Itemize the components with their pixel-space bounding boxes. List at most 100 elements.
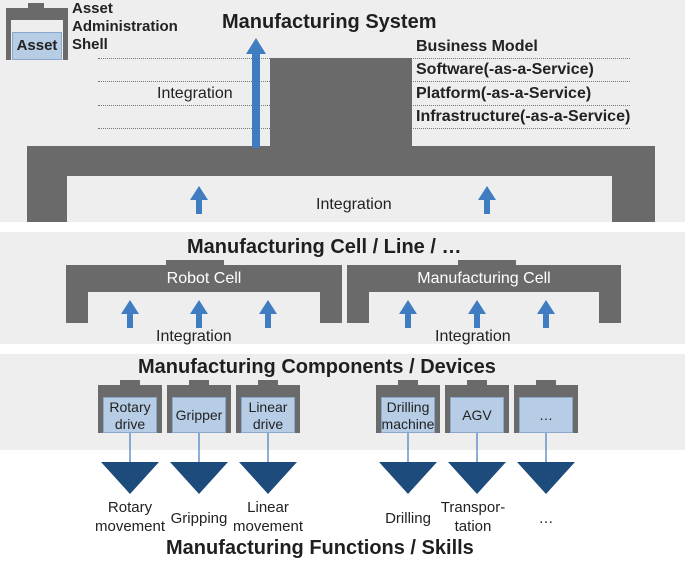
component-label-line2: drive <box>114 416 146 432</box>
integration-arrow-icon <box>121 300 139 328</box>
robot-cell-shell-bar <box>66 265 342 292</box>
component-shell-tab <box>398 380 418 386</box>
component-shell-leg-right <box>435 385 440 433</box>
integration-arrow-icon <box>190 186 208 214</box>
system-integration-vertical-label: Integration <box>157 85 233 102</box>
function-label-line2: movement <box>232 518 304 535</box>
mfg-cell-shell-leg-right <box>599 265 621 323</box>
component-chip-agv <box>450 397 504 433</box>
robot-cell-integration-label: Integration <box>156 328 232 345</box>
function-label-line1: Linear <box>247 499 289 516</box>
component-shell-bar <box>514 385 578 397</box>
component-shell-tab <box>189 380 209 386</box>
legend-title-line3: Shell <box>72 36 108 53</box>
function-label-line1: … <box>538 510 554 527</box>
mfg-cell-shell-tab <box>458 260 516 266</box>
function-label-line1: Transpor- <box>440 499 506 516</box>
function-triangle-icon <box>448 462 506 494</box>
component-chip-gripper <box>172 397 226 433</box>
legend-shell-leg-left <box>6 8 11 60</box>
function-label-line1: Gripping <box>170 510 228 527</box>
component-label-line1: … <box>539 407 553 423</box>
component-shell-tab <box>536 380 556 386</box>
components-title: Manufacturing Components / Devices <box>138 356 496 378</box>
robot-cell-shell-leg-left <box>66 265 88 323</box>
system-integration-horizontal-label: Integration <box>316 196 392 213</box>
component-shell-bar <box>167 385 231 397</box>
system-title: Manufacturing System <box>222 11 437 33</box>
layer-software: Software(-as-a-Service) <box>416 61 594 78</box>
legend-asset-label: Asset <box>16 37 58 54</box>
integration-arrow-icon <box>537 300 555 328</box>
legend-shell-tab <box>28 3 44 9</box>
layer-business-model: Business Model <box>416 38 538 55</box>
function-triangle-icon <box>239 462 297 494</box>
component-shell-bar <box>98 385 162 397</box>
function-triangle-icon <box>517 462 575 494</box>
robot-cell-shell-leg-right <box>320 265 342 323</box>
integration-arrow-icon <box>399 300 417 328</box>
layer-infrastructure: Infrastructure(-as-a-Service) <box>416 108 631 125</box>
component-chip-rotary-drive <box>103 397 157 433</box>
component-label-line1: Gripper <box>175 407 223 423</box>
robot-cell-shell-tab <box>166 260 224 266</box>
system-shell-leg-left <box>27 146 67 222</box>
integration-arrow-icon <box>190 300 208 328</box>
component-label-line1: Drilling <box>386 399 430 415</box>
integration-arrow-icon <box>468 300 486 328</box>
integration-arrow-icon <box>478 186 496 214</box>
function-label-line2: tation <box>454 518 492 535</box>
legend-shell-bar <box>6 8 68 20</box>
mfg-cell-shell-bar <box>347 265 621 292</box>
component-chip-linear-drive <box>241 397 295 433</box>
mfg-cell-label: Manufacturing Cell <box>417 270 551 287</box>
system-shell-bar <box>27 146 655 176</box>
robot-cell-label: Robot Cell <box>166 270 242 287</box>
legend-title-line2: Administration <box>72 18 178 35</box>
component-shell-leg-left <box>376 385 381 433</box>
component-label-line1: Linear <box>248 399 288 415</box>
function-label-line1: Drilling <box>385 510 431 527</box>
function-triangle-icon <box>101 462 159 494</box>
component-shell-leg-left <box>514 385 519 433</box>
integration-arrow-icon <box>246 38 266 148</box>
component-shell-bar <box>445 385 509 397</box>
component-shell-leg-right <box>157 385 162 433</box>
function-triangle-icon <box>379 462 437 494</box>
legend-shell-leg-right <box>63 8 68 60</box>
component-chip-more <box>519 397 573 433</box>
component-chip-drilling-machine <box>381 397 435 433</box>
component-label-line1: AGV <box>462 407 492 423</box>
mfg-cell-shell-leg-left <box>347 265 369 323</box>
function-connectors <box>129 433 547 462</box>
function-triangle-icon <box>170 462 228 494</box>
component-shell-bar <box>376 385 440 397</box>
component-shell-leg-left <box>236 385 241 433</box>
platform-tower <box>270 58 412 148</box>
component-shell-leg-left <box>98 385 103 433</box>
layer-platform: Platform(-as-a-Service) <box>416 85 592 102</box>
functions-title: Manufacturing Functions / Skills <box>166 537 474 559</box>
integration-arrow-icon <box>259 300 277 328</box>
component-shell-leg-right <box>295 385 300 433</box>
component-shell-leg-right <box>504 385 509 433</box>
component-shell-leg-left <box>167 385 172 433</box>
function-label-line1: Rotary <box>107 499 153 516</box>
system-shell-leg-right <box>612 146 655 222</box>
component-shell-bar <box>236 385 300 397</box>
function-label-line2: movement <box>94 518 166 535</box>
component-shell-leg-left <box>445 385 450 433</box>
component-shell-leg-right <box>226 385 231 433</box>
component-shell-tab <box>120 380 140 386</box>
component-shell-tab <box>467 380 487 386</box>
legend-title-line1: Asset <box>72 0 113 17</box>
cell-title: Manufacturing Cell / Line / … <box>187 236 462 258</box>
legend-asset-chip <box>12 32 62 60</box>
component-shell-tab <box>258 380 278 386</box>
mfg-cell-integration-label: Integration <box>435 328 511 345</box>
component-shell-leg-right <box>573 385 578 433</box>
component-label-line2: drive <box>252 416 284 432</box>
component-label-line1: Rotary <box>109 399 151 415</box>
